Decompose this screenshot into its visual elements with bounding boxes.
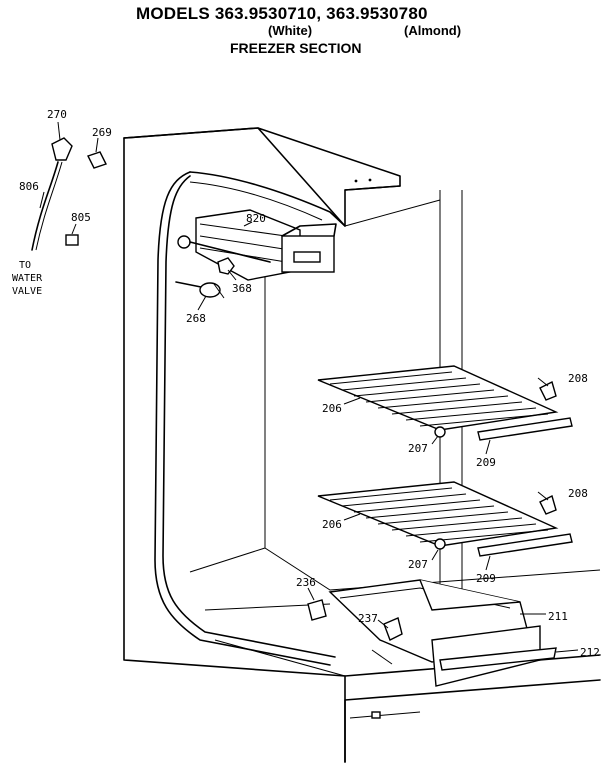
lower-shelf	[317, 481, 573, 557]
ice-bucket	[328, 579, 557, 687]
ice-maker-assembly	[177, 209, 337, 281]
label-806: 806	[19, 180, 39, 193]
label-valve: VALVE	[12, 286, 42, 297]
label-207-lower: 207	[408, 558, 428, 571]
color-almond-label: (Almond)	[404, 23, 462, 38]
label-270: 270	[47, 108, 67, 121]
label-268: 268	[186, 312, 206, 325]
label-820: 820	[246, 212, 266, 225]
label-211: 211	[548, 610, 568, 623]
label-209-upper: 209	[476, 456, 496, 469]
label-208-lower: 208	[568, 487, 588, 500]
label-to: TO	[19, 260, 31, 271]
fill-cup-268	[175, 281, 225, 299]
shelf-trim-209-lower	[477, 533, 573, 557]
part-labels: 270 269 806 805 TO WATER VALVE 820 368 2…	[12, 108, 600, 659]
water-line-806	[31, 161, 59, 251]
fitting-270	[51, 137, 73, 161]
label-269: 269	[92, 126, 112, 139]
section-title: FREEZER SECTION	[230, 40, 362, 56]
label-212: 212	[580, 646, 600, 659]
label-237: 237	[358, 612, 378, 625]
color-white-label: (White)	[268, 23, 313, 38]
support-207-lower	[434, 538, 446, 550]
label-206-lower: 206	[322, 518, 342, 531]
support-207-upper	[434, 426, 446, 438]
bracket-208-lower	[539, 494, 557, 515]
bottom-hinge-icon	[371, 711, 381, 719]
shelf-trim-209-upper	[477, 417, 573, 441]
label-206-upper: 206	[322, 402, 342, 415]
bucket-handle-212	[439, 647, 557, 671]
label-368: 368	[232, 282, 252, 295]
label-236: 236	[296, 576, 316, 589]
motor-237	[383, 617, 403, 641]
label-209-lower: 209	[476, 572, 496, 585]
bracket-208-upper	[539, 380, 557, 401]
leader-lines	[39, 121, 579, 653]
upper-shelf	[317, 365, 573, 441]
label-805: 805	[71, 211, 91, 224]
models-title: MODELS 363.9530710, 363.9530780	[136, 4, 428, 23]
tube-269	[87, 151, 107, 169]
label-207-upper: 207	[408, 442, 428, 455]
label-water: WATER	[12, 273, 43, 284]
water-inlet-parts	[31, 137, 107, 251]
label-208-upper: 208	[568, 372, 588, 385]
auger-bracket-236	[307, 599, 327, 621]
clamp-805	[65, 234, 79, 246]
bracket-368	[217, 257, 235, 275]
